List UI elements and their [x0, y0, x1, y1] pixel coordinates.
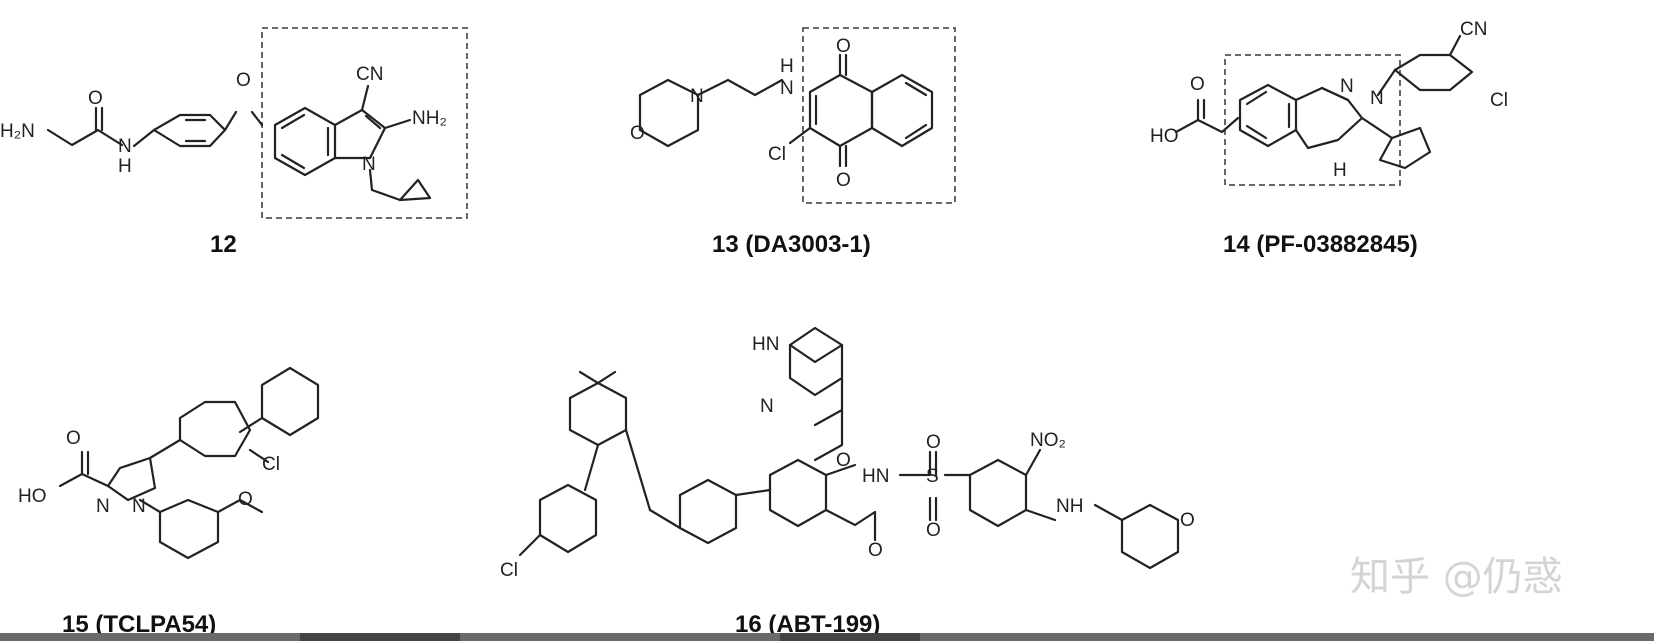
atom-o-amide-16: O [868, 540, 883, 561]
atom-o-acid-15: O [66, 428, 81, 449]
compound-16: HN N O HN S O O O NO₂ NH O Cl [500, 326, 1195, 581]
atom-nh-16: NH [1056, 496, 1083, 517]
atom-h-amide-12: H [118, 156, 132, 177]
atom-h-14: H [1333, 160, 1347, 181]
bottom-strip-segment [300, 633, 460, 641]
caption-compound-14: 14 (PF-03882845) [1223, 231, 1418, 258]
atom-o-thp-16: O [1180, 510, 1195, 531]
compound-13: N O N H Cl O O [630, 27, 956, 204]
atom-o-ether-12: O [236, 70, 251, 91]
atom-n-pyridine-16: N [760, 396, 774, 417]
atom-ho-15: HO [18, 486, 47, 507]
atom-o-sulfonyl-bottom-16: O [926, 520, 941, 541]
caption-compound-13: 13 (DA3003-1) [712, 231, 871, 258]
atom-cl-15: Cl [262, 454, 280, 475]
atom-cl-13: Cl [768, 144, 786, 165]
atom-n-amine-13: N [780, 78, 794, 99]
atom-o-methoxy-15: O [238, 489, 253, 510]
atom-cl-16: Cl [500, 560, 518, 581]
atom-n-amide-12: N [118, 136, 132, 157]
atom-s-16: S [926, 466, 939, 487]
atom-no2-16: NO₂ [1030, 430, 1066, 451]
caption-compound-12: 12 [210, 231, 237, 258]
atom-o-morpholine-13: O [630, 123, 645, 144]
atom-h2n-12: H₂N [0, 121, 35, 142]
dashed-highlight-box-14 [1224, 54, 1401, 186]
atom-cl-14: Cl [1490, 90, 1508, 111]
atom-o-bottom-13: O [836, 170, 851, 191]
atom-n-indole-12: N [362, 154, 376, 175]
compound-15: O HO N N Cl O [18, 366, 320, 560]
atom-n1-14: N [1340, 76, 1354, 97]
bottom-edge-strip [0, 633, 1654, 641]
atom-nh2-12: NH₂ [412, 108, 447, 129]
atom-hn-azaindole-16: HN [752, 334, 779, 355]
atom-o-top-13: O [836, 36, 851, 57]
atom-cn-12: CN [356, 64, 383, 85]
dashed-highlight-box-12 [261, 27, 468, 219]
atom-n2-14: N [1370, 88, 1384, 109]
atom-o-amide-12: O [88, 88, 103, 109]
atom-o-acid-14: O [1190, 74, 1205, 95]
atom-cn-14: CN [1460, 19, 1487, 40]
dashed-highlight-box-13 [802, 27, 956, 204]
atom-o-ether-16: O [836, 450, 851, 471]
bottom-strip-segment [780, 633, 920, 641]
atom-n-morpholine-13: N [690, 86, 704, 107]
atom-h-amine-13: H [780, 56, 794, 77]
atom-n1-15: N [96, 496, 110, 517]
compound-14: O HO N N CN Cl H [1150, 19, 1508, 186]
compound-12: H₂N O N H O CN NH₂ N [0, 27, 468, 219]
atom-o-sulfonyl-top-16: O [926, 432, 941, 453]
atom-ho-14: HO [1150, 126, 1179, 147]
watermark-text: 知乎 @仍惑 [1350, 554, 1563, 600]
atom-hn-amide-16: HN [862, 466, 889, 487]
atom-n2-15: N [132, 496, 146, 517]
